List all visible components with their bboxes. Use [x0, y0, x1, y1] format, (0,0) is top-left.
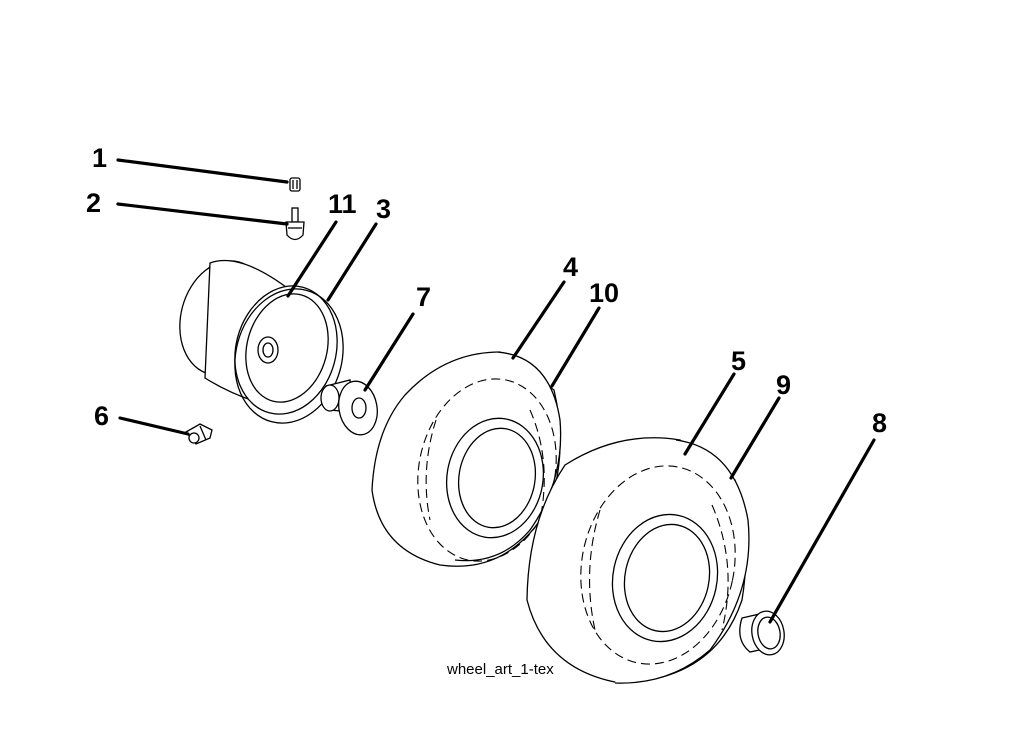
leader-8	[768, 438, 876, 624]
callout-4: 4	[563, 252, 578, 282]
leader-1	[116, 158, 289, 184]
large-tire-part	[526, 437, 750, 684]
leader-6	[118, 416, 190, 436]
rim-band-part	[234, 288, 344, 424]
rim-part	[179, 259, 338, 415]
leader-3	[326, 222, 378, 302]
figure-caption: wheel_art_1-tex	[446, 661, 554, 678]
callout-9: 9	[776, 370, 791, 400]
callout-6: 6	[94, 401, 109, 431]
leader-4	[511, 280, 566, 360]
callout-3: 3	[376, 194, 391, 224]
leader-10	[550, 306, 601, 388]
callout-7: 7	[416, 282, 431, 312]
grease-fitting-part	[185, 423, 213, 445]
leader-11	[286, 220, 338, 298]
valve-stem-part	[285, 207, 305, 241]
leader-7	[363, 312, 415, 392]
hub-cap-part	[739, 610, 785, 656]
leader-2	[116, 202, 289, 226]
small-tire-part	[371, 351, 562, 567]
valve-cap-part	[289, 177, 301, 192]
bushing-part	[320, 379, 378, 436]
callout-11: 11	[328, 189, 357, 219]
callout-8: 8	[872, 408, 887, 438]
callout-10: 10	[589, 278, 619, 308]
callout-2: 2	[86, 188, 101, 218]
leader-9	[729, 396, 781, 480]
callout-1: 1	[92, 143, 107, 173]
callout-5: 5	[731, 346, 746, 376]
leader-5	[683, 372, 736, 456]
